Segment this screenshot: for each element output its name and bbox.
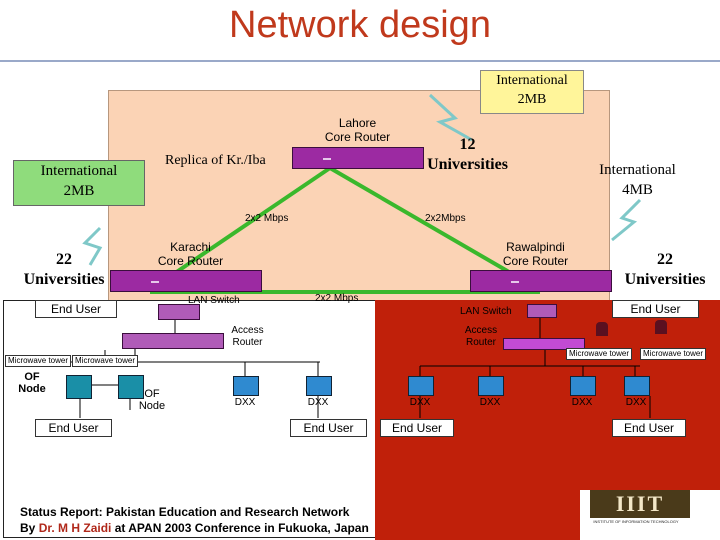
international-right-label: International 4MB [585,160,690,200]
of-node-mid [118,375,144,399]
dxx-right-1 [408,376,434,396]
universities-left-label: 22 Universities [18,250,110,290]
dxx-right-4-label: DXX [625,397,647,408]
of-node-left-line1: OF [24,371,40,383]
international-left-line2: 2MB [63,183,95,199]
universities-12-line1: 12 [459,136,476,153]
lahore-core-router [292,147,424,169]
status-line2-name: Dr. M H Zaidi [38,521,112,535]
dxx-left-2 [306,376,332,396]
access-router-left-line2: Router [232,337,263,348]
rawalpindi-router-label: Rawalpindi Core Router [488,240,583,268]
universities-right-line2: Universities [624,271,706,288]
replica-label: Replica of Kr./Iba [165,153,266,168]
universities-right-label: 22 Universities [615,250,715,290]
of-node-left-label: OF Node [18,371,46,395]
international-top-box: International 2MB [480,70,584,114]
lightning-bolt-right [611,198,642,242]
lahore-router-label: Lahore Core Router [310,116,405,144]
rawalpindi-label-line1: Rawalpindi [506,240,565,254]
international-left-box: International 2MB [13,160,145,206]
iiit-logo-caption: INSTITUTE OF INFORMATION TECHNOLOGY [593,519,679,524]
status-line2-suffix: at APAN 2003 Conference in Fukuoka, Japa… [111,521,369,535]
microwave-tower-left-2: Microwave tower [72,355,139,367]
dxx-right-3-label: DXX [571,397,593,408]
access-router-right [503,338,585,350]
universities-left-line2: Universities [23,271,105,288]
iiit-logo: IIIT [590,490,690,518]
of-node-left [66,375,92,399]
lan-switch-right-label: LAN Switch [460,306,512,317]
international-left-line1: International [40,163,118,179]
international-top-line2: 2MB [517,92,547,107]
dxx-left-1-label: DXX [234,397,256,408]
dxx-right-1-label: DXX [409,397,431,408]
end-user-top-left: End User [35,300,117,318]
link-bottom-speed: 2x2 Mbps [315,293,359,304]
dxx-left-2-label: DXX [307,397,329,408]
end-user-bottom-right-1: End User [380,419,454,437]
lan-switch-right [527,304,557,318]
lahore-label-line2: Core Router [324,130,391,144]
universities-right-line1: 22 [657,251,673,268]
page-title: Network design [229,4,491,46]
karachi-label-line2: Core Router [157,254,224,268]
of-node-mid-label: OF Node [138,388,166,412]
lightning-bolt-top [428,93,473,142]
microwave-tower-right-1: Microwave tower [566,348,633,360]
satellite-icon-right-1 [596,322,608,336]
dxx-right-4 [624,376,650,396]
access-router-left-line1: Access [231,325,264,336]
international-right-line2: 4MB [622,182,653,198]
end-user-bottom-left: End User [35,419,112,437]
microwave-tower-right-2: Microwave tower [640,348,707,360]
dxx-right-3 [570,376,596,396]
satellite-icon-right-2 [655,320,667,334]
universities-left-line1: 22 [56,251,72,268]
karachi-core-router [110,270,262,292]
link-lahore-karachi [148,166,332,292]
title-divider [0,60,720,62]
access-router-left-label: Access Router [225,325,270,349]
lightning-bolt-left [82,226,103,266]
lahore-label-line1: Lahore [338,116,377,130]
link-right-speed: 2x2Mbps [425,213,466,224]
international-right-line1: International [599,162,676,178]
international-top-line1: International [496,73,568,88]
access-router-left [122,333,224,349]
of-node-left-line2: Node [18,383,46,395]
rawalpindi-label-line2: Core Router [502,254,569,268]
lan-switch-left [158,304,200,320]
karachi-label-line1: Karachi [170,240,211,254]
of-node-mid-line1: OF [144,388,160,400]
status-report-line1: Status Report: Pakistan Education and Re… [20,505,350,519]
lan-switch-left-label: LAN Switch [188,295,240,306]
of-node-mid-line2: Node [138,400,166,412]
dxx-right-2 [478,376,504,396]
access-router-right-line1: Access [464,325,498,336]
core-network-panel [108,90,610,302]
dxx-right-2-label: DXX [479,397,501,408]
end-user-top-right: End User [612,300,699,318]
end-user-bottom-right-2: End User [612,419,686,437]
end-user-bottom-mid: End User [290,419,367,437]
rawalpindi-region-panel-lower [375,490,580,540]
dxx-left-1 [233,376,259,396]
universities-12-label: 12 Universities [420,135,515,175]
status-line2-prefix: By [20,521,39,535]
link-left-speed: 2x2 Mbps [245,213,289,224]
microwave-tower-left-1: Microwave tower [5,355,72,367]
universities-12-line2: Universities [427,156,508,173]
rawalpindi-core-router [470,270,612,292]
access-router-right-line2: Router [465,337,496,348]
link-lahore-rawalpindi [328,166,542,292]
karachi-router-label: Karachi Core Router [143,240,238,268]
status-report-line2: By Dr. M H Zaidi at APAN 2003 Conference… [20,521,369,535]
access-router-right-label: Access Router [460,325,502,349]
